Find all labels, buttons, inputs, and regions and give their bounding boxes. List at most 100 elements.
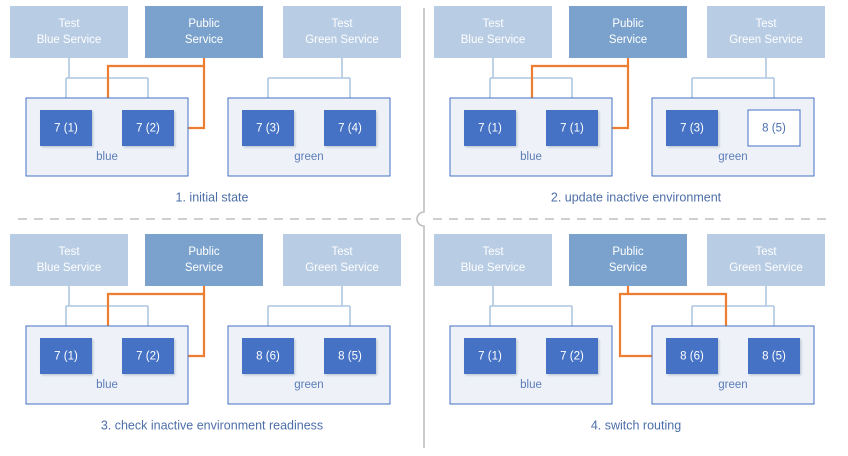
instance-rect — [666, 110, 718, 146]
instance-label: 7 (2) — [560, 351, 584, 363]
service-label-line1: Test — [482, 18, 504, 30]
service-label-line1: Public — [188, 246, 220, 258]
instance-rect — [40, 110, 92, 146]
environment-blue[interactable]: blue 7 (1) 7 (2) — [449, 325, 613, 405]
service-label-line1: Public — [612, 246, 644, 258]
service-label-line1: Test — [331, 246, 353, 258]
service-label-line1: Public — [188, 18, 220, 30]
instance-box[interactable]: 7 (3) — [666, 110, 718, 146]
service-label-line1: Test — [58, 18, 80, 30]
instance-rect — [242, 338, 294, 374]
instance-label: 7 (1) — [54, 123, 78, 135]
instance-box[interactable]: 7 (1) — [40, 338, 92, 374]
panel-caption: 1. initial state — [176, 190, 249, 204]
instance-label: 8 (5) — [762, 351, 786, 363]
environment-label-green: green — [718, 151, 747, 163]
divider-vertical — [416, 8, 425, 448]
service-label-line2: Service — [609, 34, 647, 46]
service-rect — [569, 6, 687, 58]
service-label-line2: Service — [185, 34, 223, 46]
instance-label: 8 (5) — [338, 351, 362, 363]
instance-rect — [546, 338, 598, 374]
environment-green[interactable]: green 8 (6) 8 (5) — [651, 325, 815, 405]
service-label-line2: Green Service — [305, 262, 379, 274]
service-label-line1: Test — [755, 18, 777, 30]
instance-box[interactable]: 8 (6) — [242, 338, 294, 374]
instance-rect — [546, 110, 598, 146]
instance-box[interactable]: 8 (5) — [324, 338, 376, 374]
environment-label-blue: blue — [520, 151, 542, 163]
environment-label-blue: blue — [96, 151, 118, 163]
environment-label-green: green — [718, 379, 747, 391]
instance-box[interactable]: 7 (2) — [122, 110, 174, 146]
service-rect — [707, 234, 825, 286]
instance-rect — [324, 338, 376, 374]
instance-label: 7 (2) — [136, 351, 160, 363]
instance-rect — [324, 110, 376, 146]
instance-box[interactable]: 7 (2) — [122, 338, 174, 374]
service-rect — [10, 6, 128, 58]
instance-box[interactable]: 7 (1) — [464, 110, 516, 146]
environment-blue[interactable]: blue 7 (1) 7 (1) — [449, 97, 613, 177]
instance-box[interactable]: 7 (2) — [546, 338, 598, 374]
service-label-line2: Service — [609, 262, 647, 274]
environment-green[interactable]: green 7 (3) 8 (5) — [651, 97, 815, 177]
instance-rect — [464, 338, 516, 374]
service-label-line2: Green Service — [729, 262, 803, 274]
instance-label: 7 (1) — [560, 123, 584, 135]
environment-label-green: green — [294, 151, 323, 163]
instance-box[interactable]: 7 (1) — [40, 110, 92, 146]
environment-blue[interactable]: blue 7 (1) 7 (2) — [25, 97, 189, 177]
panel-caption: 2. update inactive environment — [551, 190, 722, 204]
service-rect — [434, 6, 552, 58]
instance-box[interactable]: 8 (5) — [747, 109, 801, 147]
instance-label: 8 (5) — [762, 123, 786, 135]
service-rect — [283, 6, 401, 58]
instance-box[interactable]: 7 (1) — [546, 110, 598, 146]
instance-label: 7 (2) — [136, 123, 160, 135]
instance-rect — [122, 110, 174, 146]
service-label-line1: Public — [612, 18, 644, 30]
instance-label: 7 (3) — [680, 123, 704, 135]
service-label-line2: Blue Service — [37, 34, 102, 46]
service-rect — [434, 234, 552, 286]
service-label-line2: Service — [185, 262, 223, 274]
instance-box[interactable]: 8 (5) — [748, 338, 800, 374]
environment-label-blue: blue — [520, 379, 542, 391]
instance-box[interactable]: 7 (4) — [324, 110, 376, 146]
instance-rect — [666, 338, 718, 374]
service-label-line2: Blue Service — [461, 262, 526, 274]
instance-box[interactable]: 8 (6) — [666, 338, 718, 374]
instance-rect — [748, 338, 800, 374]
service-rect — [10, 234, 128, 286]
instance-label: 7 (1) — [478, 123, 502, 135]
instance-label: 8 (6) — [256, 351, 280, 363]
instance-label: 8 (6) — [680, 351, 704, 363]
instance-rect — [464, 110, 516, 146]
service-label-line2: Blue Service — [37, 262, 102, 274]
instance-rect — [242, 110, 294, 146]
instance-box[interactable]: 7 (1) — [464, 338, 516, 374]
instance-box[interactable]: 7 (3) — [242, 110, 294, 146]
service-rect — [707, 6, 825, 58]
